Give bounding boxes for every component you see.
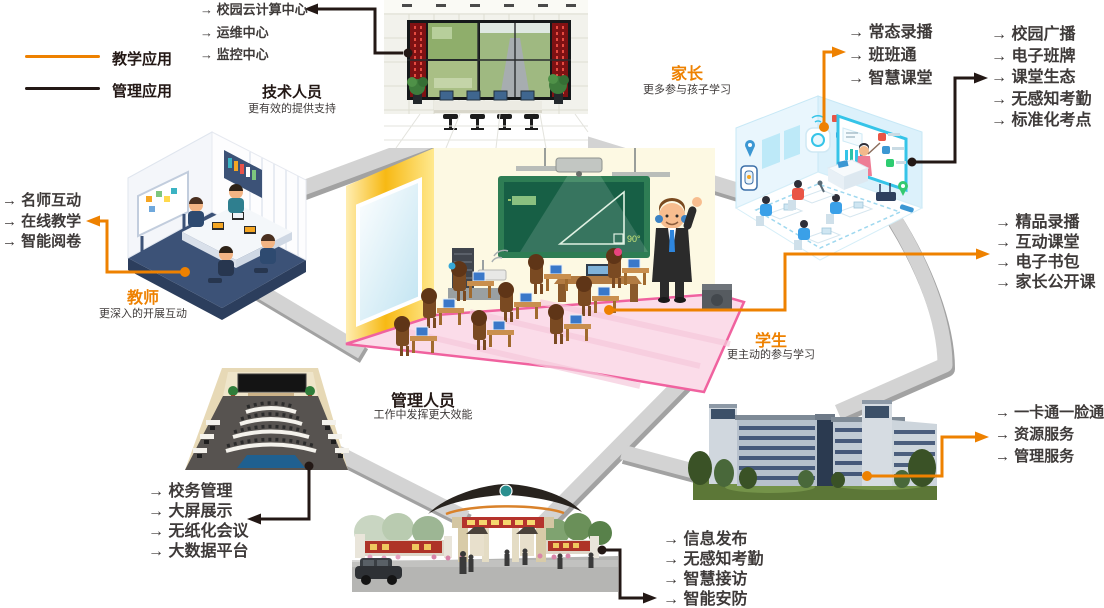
list-item: → 互动课堂 <box>995 234 1080 251</box>
scene-control-room <box>384 0 589 149</box>
list-item: → 监控中心 <box>200 47 269 62</box>
list-item: → 智能阅卷 <box>2 233 82 250</box>
role-parent-desc: 更多参与孩子学习 <box>643 84 731 96</box>
list-item: → 无感知考勤 <box>663 551 764 568</box>
list-item: → 常态录播 <box>848 24 933 41</box>
ceiling-lamps-icon <box>516 148 670 177</box>
list-item: → 大屏展示 <box>148 503 233 520</box>
list-campus-management: → 校园广播 → 电子班牌 → 课堂生态 → 无感知考勤 → 标准化考点 <box>991 24 1091 132</box>
list-parent-teaching: → 常态录播 → 班班通 → 智慧课堂 <box>848 21 932 90</box>
pedestrian-silhouettes <box>459 548 594 574</box>
role-tech-name: 技术人员 <box>261 84 322 101</box>
legend-teaching-line <box>25 55 100 58</box>
teacher-figure <box>652 197 702 303</box>
role-student-desc: 更主动的参与学习 <box>727 349 815 361</box>
list-item: → 校园云计算中心 <box>200 2 308 17</box>
list-item: → 电子班牌 <box>991 47 1076 65</box>
list-item: → 信息发布 <box>663 531 748 548</box>
role-admin-desc: 工作中发挥更大效能 <box>373 409 473 421</box>
list-item: → 大数据平台 <box>148 543 249 560</box>
connector-hall-management <box>247 461 314 525</box>
connector-student-teaching <box>604 248 990 315</box>
legend-teaching-label: 教学应用 <box>112 51 173 68</box>
list-item: → 精品录播 <box>995 214 1080 231</box>
operator-desks <box>434 90 542 130</box>
list-student-teaching: → 精品录播 → 互动课堂 → 电子书包 → 家长公开课 <box>995 213 1095 293</box>
connector-parent-teaching <box>819 46 846 132</box>
students <box>393 247 650 357</box>
list-item: → 班班通 <box>848 47 917 64</box>
window <box>762 133 780 169</box>
connector-dorm-services <box>862 431 989 481</box>
legend-management-label: 管理应用 <box>112 83 173 100</box>
legend-management-line <box>25 87 100 90</box>
chalkboard: 90° <box>498 175 650 258</box>
scene-dorm-building <box>688 400 937 500</box>
teacher-room-people <box>188 184 276 283</box>
list-item: → 课堂生态 <box>991 69 1076 86</box>
role-admin-name: 管理人员 <box>390 393 455 410</box>
floor-tiles <box>384 113 589 149</box>
role-teacher-desc: 更深入的开展互动 <box>99 308 187 320</box>
list-hall-management: → 校务管理 → 大屏展示 → 无纸化会议 → 大数据平台 <box>148 482 248 562</box>
ceiling-lights-icon <box>402 4 576 7</box>
list-gate-management: → 信息发布 → 无感知考勤 → 智慧接访 → 智能安防 <box>663 530 763 608</box>
list-item: → 智能安防 <box>663 591 748 608</box>
smart-room-students <box>755 180 873 251</box>
list-tech-center: → 校园云计算中心 → 运维中心 → 监控中心 <box>200 0 308 67</box>
car <box>355 558 402 585</box>
list-item: → 智慧课堂 <box>848 70 933 87</box>
list-item: → 电子书包 <box>995 254 1080 271</box>
plant-icon <box>407 74 569 104</box>
scene-teacher-room <box>127 131 307 320</box>
list-item: → 校务管理 <box>148 483 233 500</box>
teacher-desk <box>554 264 642 302</box>
board-angle-text: 90° <box>627 234 641 244</box>
router-icon <box>876 181 914 213</box>
list-dorm-services: → 一卡通一脸通 → 资源服务 → 管理服务 <box>995 402 1104 468</box>
speaker-icon <box>702 284 732 310</box>
role-teacher-name: 教师 <box>126 290 159 307</box>
list-item: → 名师互动 <box>2 192 82 209</box>
whiteboard <box>137 170 189 252</box>
list-item: → 管理服务 <box>995 448 1075 465</box>
gate-arch <box>428 484 582 562</box>
connector-tech-center <box>304 3 413 58</box>
smart-lock-icon <box>740 165 758 191</box>
role-parent-name: 家长 <box>670 66 703 83</box>
list-item: → 智慧接访 <box>663 571 748 588</box>
location-pin-icon <box>745 140 755 157</box>
connector-teacher <box>86 215 190 277</box>
scene-lecture-hall <box>185 368 349 470</box>
scene-school-gate <box>352 484 618 592</box>
cabinet <box>826 159 870 190</box>
list-item: → 标准化考点 <box>991 112 1092 129</box>
list-item: → 无纸化会议 <box>148 523 249 540</box>
list-item: → 一卡通一脸通 <box>995 404 1104 421</box>
list-item: → 运维中心 <box>200 24 269 40</box>
wifi-ap-icon <box>805 114 831 153</box>
list-item: → 无感知考勤 <box>991 90 1092 108</box>
list-item: → 在线教学 <box>2 212 82 230</box>
list-item: → 资源服务 <box>995 426 1075 443</box>
classroom-window <box>356 176 422 328</box>
scene-classroom: 90° <box>345 148 746 394</box>
role-student-name: 学生 <box>754 333 787 350</box>
scene-parent-room <box>734 95 924 261</box>
connector-campus-management <box>907 72 988 167</box>
list-item: → 家长公开课 <box>995 274 1096 291</box>
list-item: → 校园广播 <box>991 26 1076 43</box>
list-teacher-teaching: → 名师互动 → 在线教学 → 智能阅卷 <box>2 191 81 253</box>
video-wall <box>407 20 571 100</box>
connector-gate-management <box>597 545 657 604</box>
role-tech-desc: 更有效的提供支持 <box>248 103 336 115</box>
projector-icon <box>555 157 603 177</box>
bookshelf <box>224 150 262 198</box>
